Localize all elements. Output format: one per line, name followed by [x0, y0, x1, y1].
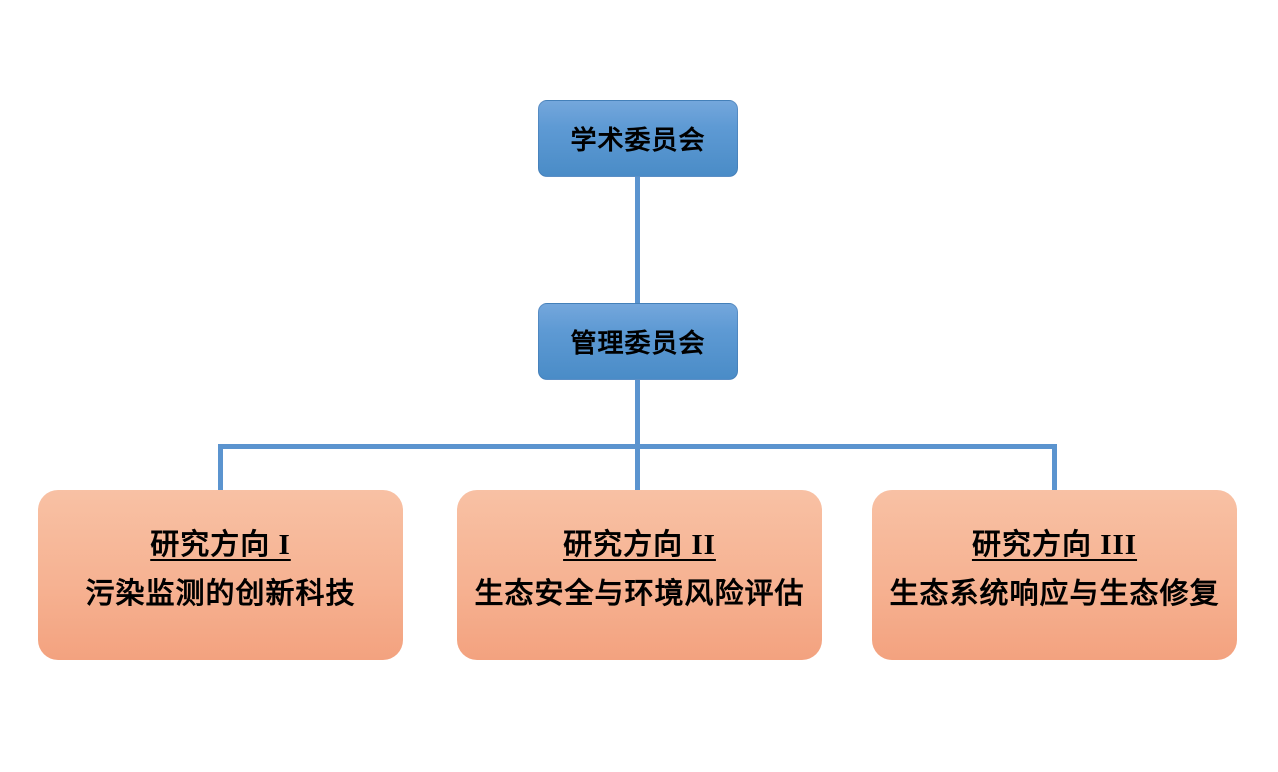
research-direction-2-title: 研究方向 II	[563, 528, 716, 561]
research-direction-3-subtitle: 生态系统响应与生态修复	[889, 577, 1220, 610]
node-academic-committee: 学术委员会	[538, 100, 738, 177]
connector-drop-research-1	[218, 444, 223, 490]
management-committee-label: 管理委员会	[570, 329, 706, 358]
node-management-committee: 管理委员会	[538, 303, 738, 380]
research-direction-1-title: 研究方向 I	[150, 528, 291, 561]
node-research-direction-3: 研究方向 III 生态系统响应与生态修复	[872, 490, 1237, 660]
connector-management-to-research-2	[635, 379, 640, 490]
connector-horizontal-bus	[218, 444, 1057, 449]
research-direction-1-subtitle: 污染监测的创新科技	[85, 577, 356, 610]
academic-committee-label: 学术委员会	[570, 126, 706, 155]
node-research-direction-2: 研究方向 II 生态安全与环境风险评估	[457, 490, 822, 660]
connector-academic-to-management	[635, 177, 640, 304]
research-direction-2-subtitle: 生态安全与环境风险评估	[474, 577, 805, 610]
research-direction-3-title: 研究方向 III	[971, 528, 1138, 561]
node-research-direction-1: 研究方向 I 污染监测的创新科技	[38, 490, 403, 660]
connector-drop-research-3	[1052, 444, 1057, 490]
